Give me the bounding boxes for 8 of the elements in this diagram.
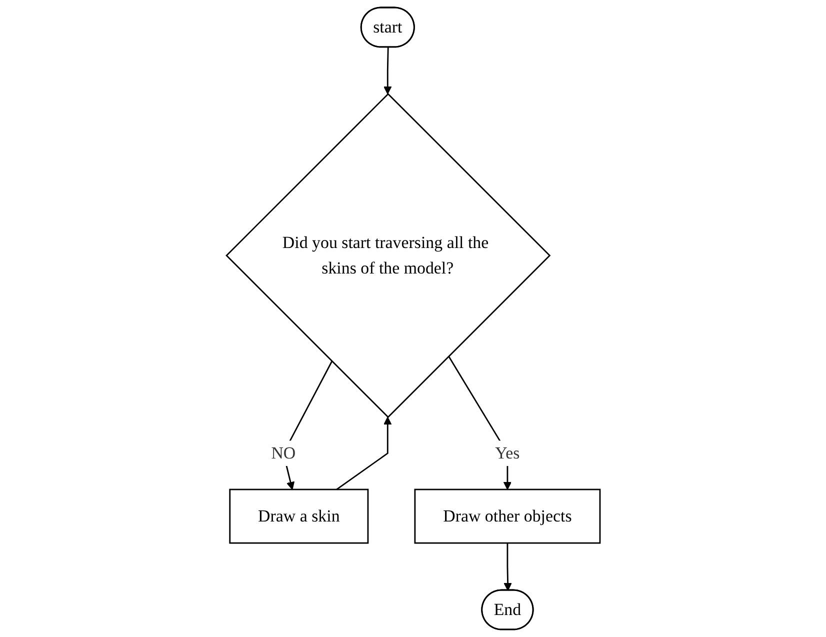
arrow bbox=[336, 416, 392, 490]
arrow bbox=[503, 543, 512, 591]
node-diamond: Did you start traversing all the skins of the model? bbox=[225, 92, 550, 418]
node-box: Draw other objects bbox=[414, 488, 600, 544]
arrow bbox=[383, 47, 392, 94]
node-box: Draw a skin bbox=[228, 488, 368, 544]
edge-label: NO bbox=[270, 443, 296, 462]
edge-label: Yes bbox=[494, 443, 520, 462]
